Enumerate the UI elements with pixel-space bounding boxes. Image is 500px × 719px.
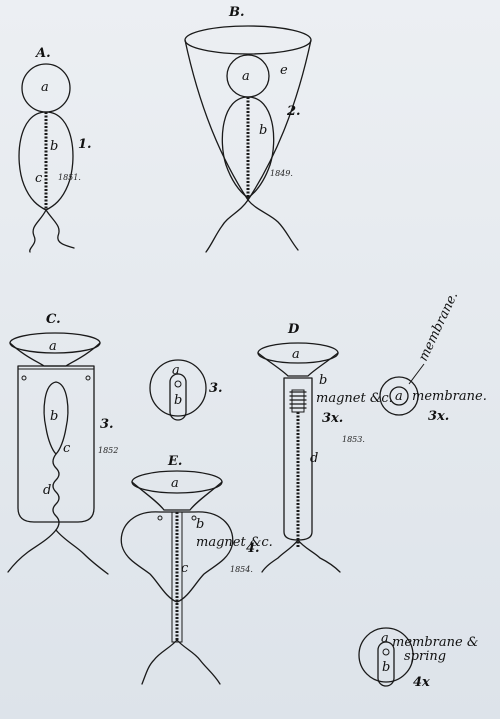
figure-d-detail: a membrane. membrane. 3x.: [379, 290, 487, 424]
figure-d-part-d: d: [310, 451, 318, 466]
figure-c-detail-slot: [169, 373, 187, 421]
figure-d-detail-part-a: a: [395, 389, 403, 404]
figure-d: D a b d magnet &c. 3x. 1853.: [257, 322, 393, 573]
figure-a-heading: A.: [34, 46, 51, 61]
figure-e-number: 4.: [246, 541, 260, 556]
figure-b-body: [221, 96, 275, 199]
figure-a-leg-left: [29, 209, 47, 253]
figure-e-rivet-left: [157, 515, 163, 521]
figure-e-detail-slot: [377, 641, 395, 687]
figure-c-rivet-right: [85, 375, 91, 381]
figure-b-number: 2.: [286, 104, 301, 119]
figure-e-detail-note-line2: spring: [404, 649, 446, 664]
figure-e-leg-right: [176, 639, 221, 685]
figure-d-part-a: a: [292, 347, 300, 362]
figure-c-part-b: b: [50, 409, 58, 424]
figure-d-detail-note: membrane.: [412, 389, 487, 404]
figure-e: E. a b c magnet &c. 4. 1854.: [120, 454, 273, 685]
figure-a-year: 1851.: [58, 173, 81, 182]
figure-e-note: magnet &c.: [196, 535, 273, 550]
figure-c-part-a: a: [49, 339, 57, 354]
figure-a: A. a b c 1. 1851.: [18, 46, 92, 253]
figure-c-year: 1852: [98, 446, 118, 455]
figure-d-year: 1853.: [342, 435, 365, 444]
figure-d-detail-disc: [379, 376, 419, 416]
figure-b-heading: B.: [228, 5, 245, 20]
figure-c-part-c: c: [63, 441, 71, 456]
figure-c-number: 3.: [100, 417, 114, 432]
figure-d-leg-right: [297, 539, 341, 573]
figure-d-magnet: [291, 389, 305, 413]
figure-c-detail-number: 3.: [209, 381, 223, 396]
figure-e-detail-number: 4x: [413, 675, 430, 690]
figure-e-part-b: b: [196, 517, 204, 532]
figure-d-funnel: [257, 352, 339, 377]
figure-a-number: 1.: [78, 137, 92, 152]
figure-b: B. a b e 2. 1849.: [184, 5, 312, 253]
figure-e-heading: E.: [167, 454, 182, 469]
figure-d-detail-ring: [389, 386, 409, 406]
figure-e-detail: a b membrane & spring 4x: [358, 627, 478, 690]
figure-e-part-c: c: [181, 561, 189, 576]
figure-e-year: 1854.: [230, 565, 253, 574]
figure-e-detail-part-a: a: [381, 631, 389, 646]
figure-b-part-b: b: [259, 123, 267, 138]
figure-b-leg-right: [247, 199, 299, 251]
figure-c-detail-part-a: a: [172, 363, 180, 378]
figure-c-heading: C.: [46, 312, 61, 327]
figure-e-leg-left: [141, 639, 178, 685]
figure-d-part-b: b: [319, 373, 327, 388]
figure-c-case: [17, 365, 95, 523]
figure-a-leg-right: [45, 209, 75, 249]
figure-c-detail-disc: [149, 359, 207, 417]
figure-a-part-c: c: [35, 171, 43, 186]
figure-a-part-b: b: [50, 139, 58, 154]
figure-d-coil: [289, 391, 307, 409]
figure-a-part-a: a: [41, 80, 49, 95]
figure-c-part-d: d: [43, 483, 51, 498]
figure-e-funnel: [131, 481, 223, 511]
figure-e-part-a: a: [171, 476, 179, 491]
figure-e-body: [120, 511, 234, 603]
figure-c-detail-pin: [174, 380, 182, 388]
figure-d-leg-left: [261, 539, 299, 573]
figure-b-part-a: a: [242, 69, 250, 84]
figure-c-detail: a b 3.: [149, 359, 223, 421]
figure-d-detail-rotated-note: membrane.: [416, 290, 461, 364]
figure-c-rivet-left: [21, 375, 27, 381]
figure-d-detail-leader: [408, 363, 425, 385]
figure-b-cone-rim: [184, 25, 312, 55]
figure-e-detail-pin: [382, 648, 390, 656]
figure-b-leg-left: [205, 199, 249, 253]
figure-c: C. a b c d 3. 1852: [7, 312, 118, 575]
figure-b-part-e: e: [280, 63, 288, 78]
figure-d-note: magnet &c.: [316, 391, 393, 406]
figure-e-detail-part-b: b: [382, 660, 390, 675]
figure-c-leg-right: [55, 529, 109, 575]
figure-c-detail-part-b: b: [174, 393, 182, 408]
figure-c-leg-left: [7, 529, 57, 573]
figure-c-spring: [52, 453, 60, 531]
figure-e-detail-note-line1: membrane &: [392, 635, 478, 650]
figure-e-rivet-right: [191, 515, 197, 521]
figure-d-detail-number: 3x.: [428, 409, 449, 424]
figure-b-year: 1849.: [270, 169, 293, 178]
figure-d-heading: D: [287, 322, 300, 337]
figure-e-detail-disc: [358, 627, 414, 683]
figure-d-number: 3x.: [322, 411, 343, 426]
